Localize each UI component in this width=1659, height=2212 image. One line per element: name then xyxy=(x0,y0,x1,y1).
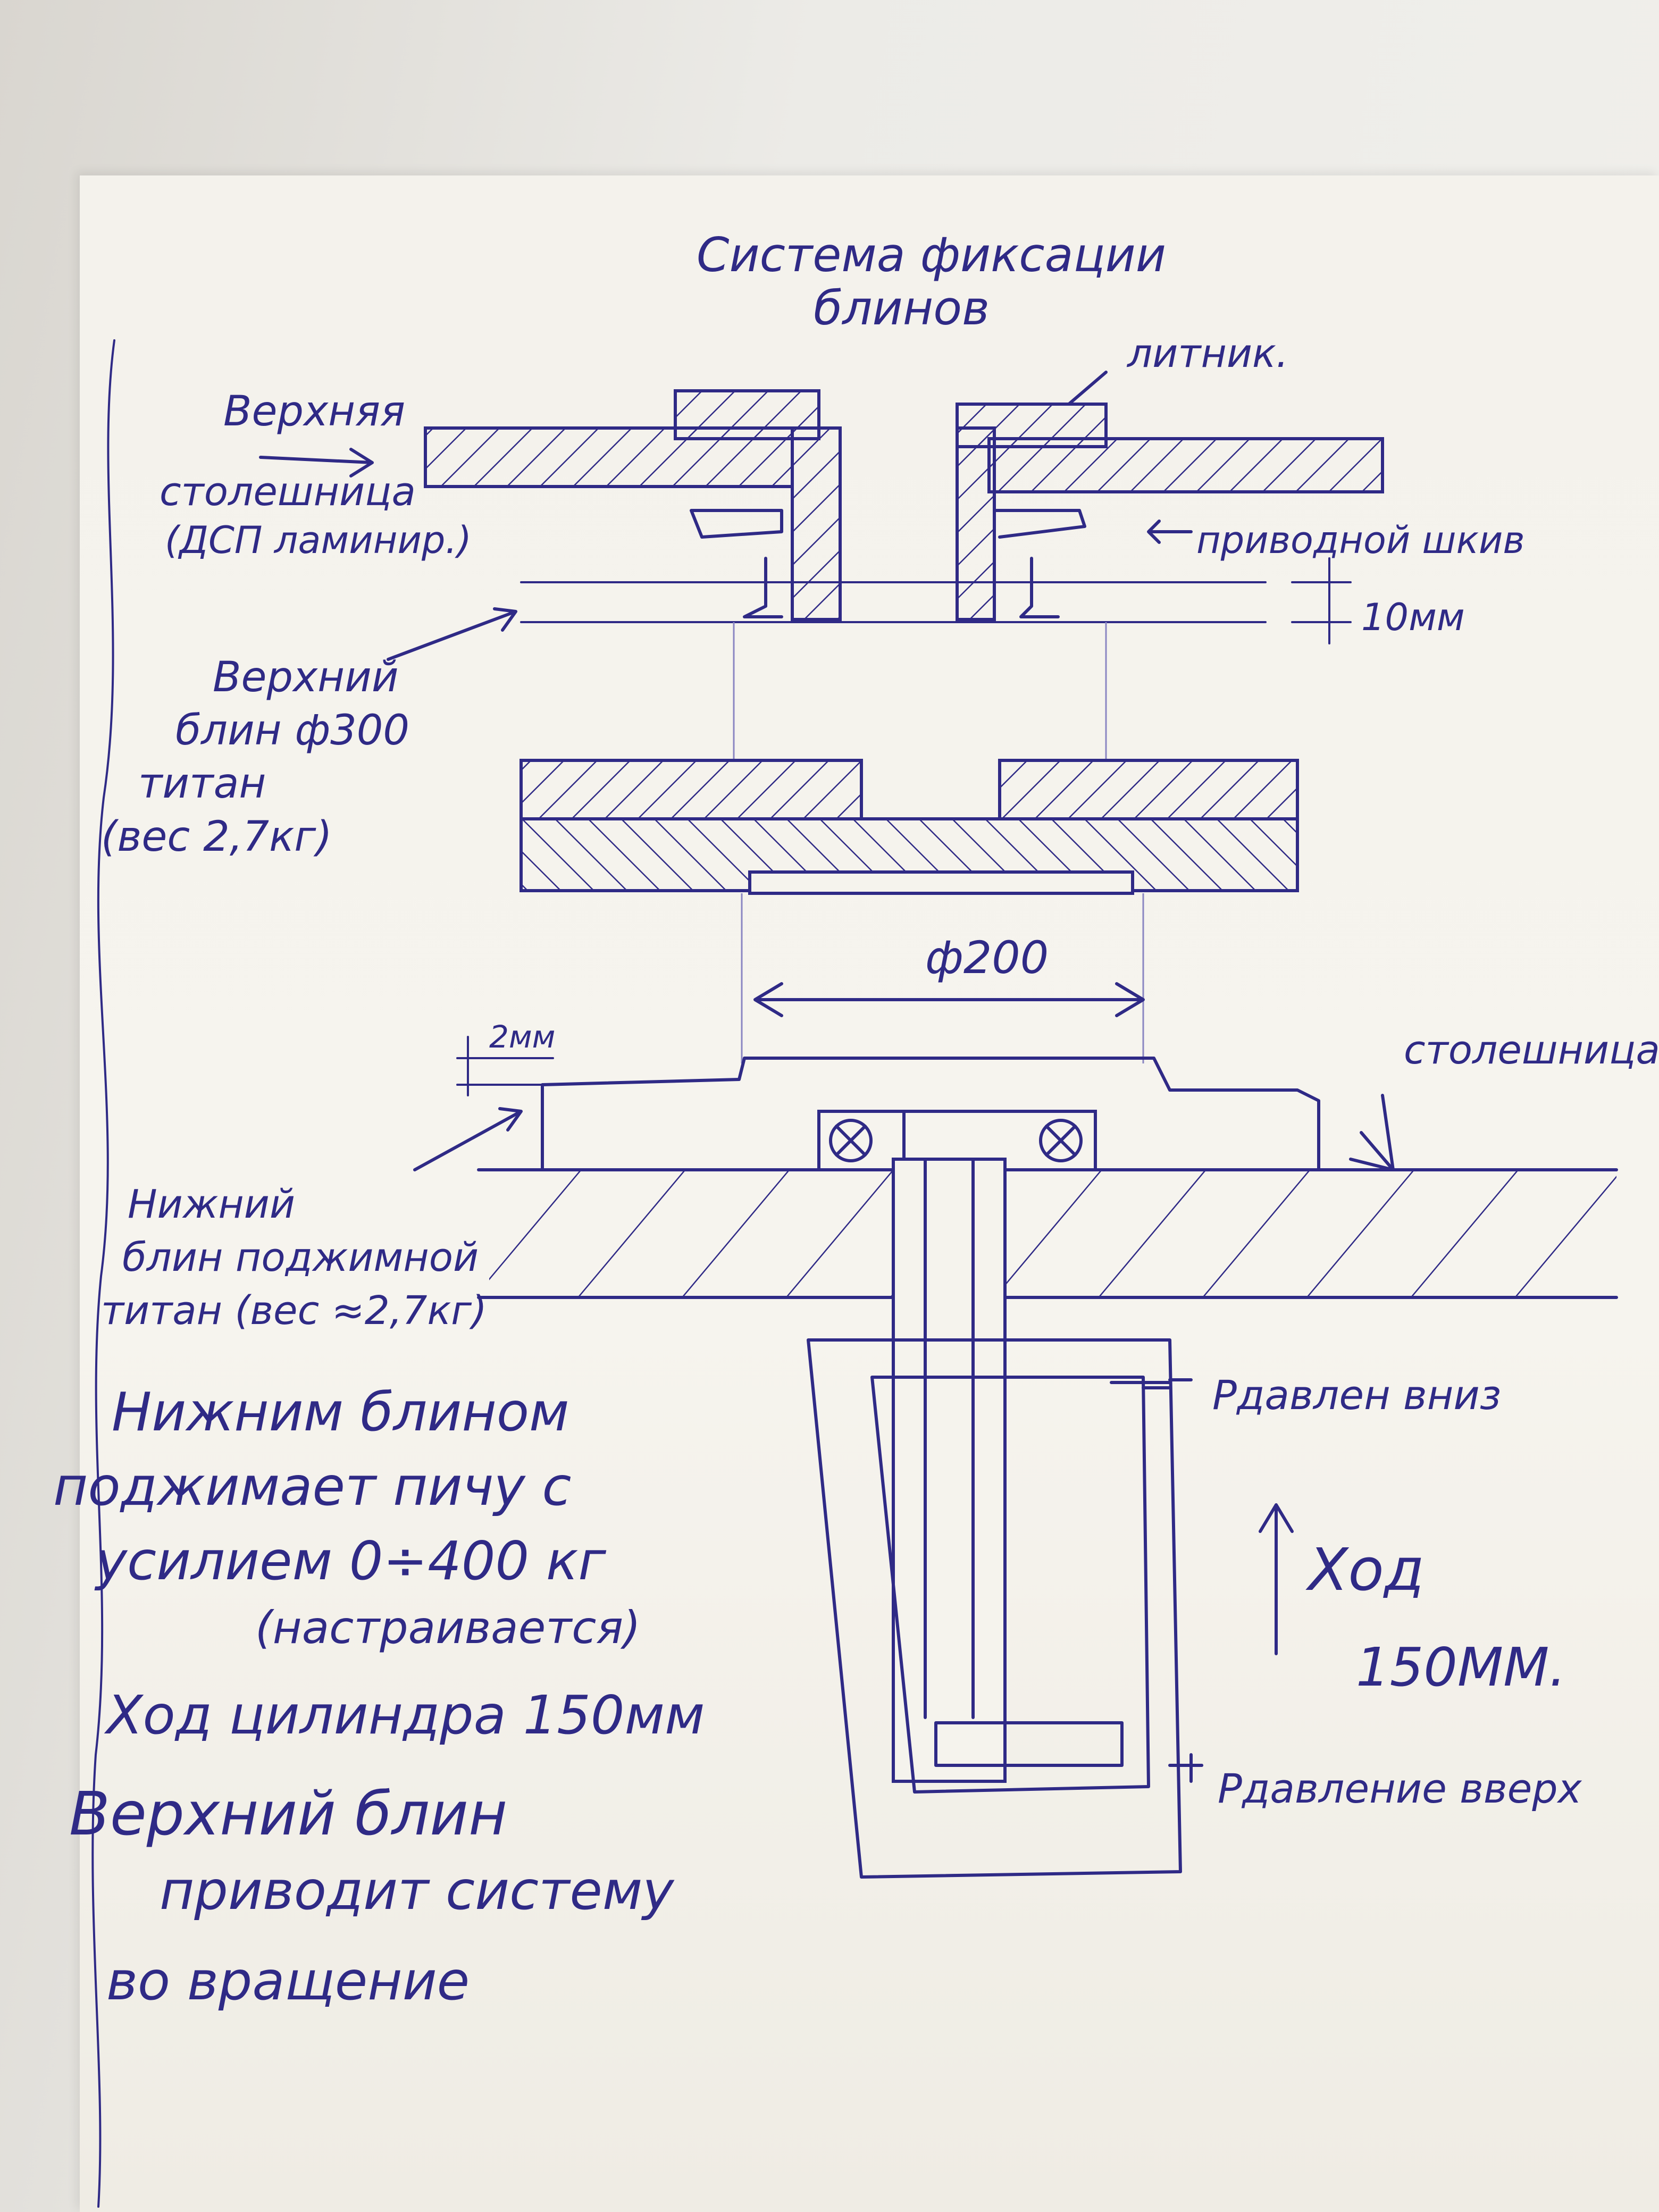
note-line7: приводит систему xyxy=(160,1859,675,1922)
label-small-gap: 2мм xyxy=(489,1019,555,1055)
label-lower-disc-3: титан (вес ≈2,7кг) xyxy=(101,1288,487,1334)
shaft xyxy=(892,1158,1007,1783)
label-table: столешница xyxy=(1404,1027,1659,1073)
label-sprue: литник. xyxy=(1126,331,1288,376)
upper-disc xyxy=(520,759,1299,895)
title-line2: блинов xyxy=(814,281,990,336)
note-line8: во вращение xyxy=(106,1950,470,2012)
label-pulley: приводной шкив xyxy=(1196,518,1525,562)
note-line6: Верхний блин xyxy=(69,1780,507,1849)
sprue xyxy=(674,389,1108,621)
lower-table xyxy=(477,1094,1618,1299)
title-line1: Система фиксации xyxy=(697,228,1166,282)
label-pressure-down: Рдавлен вниз xyxy=(1212,1371,1501,1419)
note-line5: Ход цилиндра 150мм xyxy=(104,1684,705,1746)
note-line4: (настраивается) xyxy=(255,1602,641,1654)
drive-pulley xyxy=(690,509,1086,618)
label-top-table-3: (ДСП ламинир.) xyxy=(165,518,472,562)
label-stroke-1: Ход xyxy=(1305,1536,1425,1604)
note-line1: Нижним блином xyxy=(112,1381,569,1443)
label-gap: 10мм xyxy=(1361,596,1465,639)
label-upper-disc-1: Верхний xyxy=(213,653,399,701)
note-line2: поджимает пичу с xyxy=(53,1455,571,1518)
label-upper-disc-4: (вес 2,7кг) xyxy=(101,813,332,861)
label-top-table-2: столешница xyxy=(160,469,416,515)
label-diameter: ф200 xyxy=(925,932,1049,984)
label-pressure-up: Рдавление вверх xyxy=(1218,1765,1582,1812)
lower-disc xyxy=(541,1057,1320,1171)
margin-line xyxy=(91,339,115,2208)
label-lower-disc-1: Нижний xyxy=(128,1182,295,1227)
label-stroke-2: 150ММ. xyxy=(1356,1636,1566,1698)
label-upper-disc-3: титан xyxy=(138,760,266,808)
note-line3: усилием 0÷400 кг xyxy=(94,1530,606,1592)
label-top-table: Верхняя xyxy=(223,388,405,435)
upper-table xyxy=(424,426,1384,493)
label-lower-disc-2: блин поджимной xyxy=(122,1235,479,1280)
label-upper-disc-2: блин ф300 xyxy=(175,707,409,755)
